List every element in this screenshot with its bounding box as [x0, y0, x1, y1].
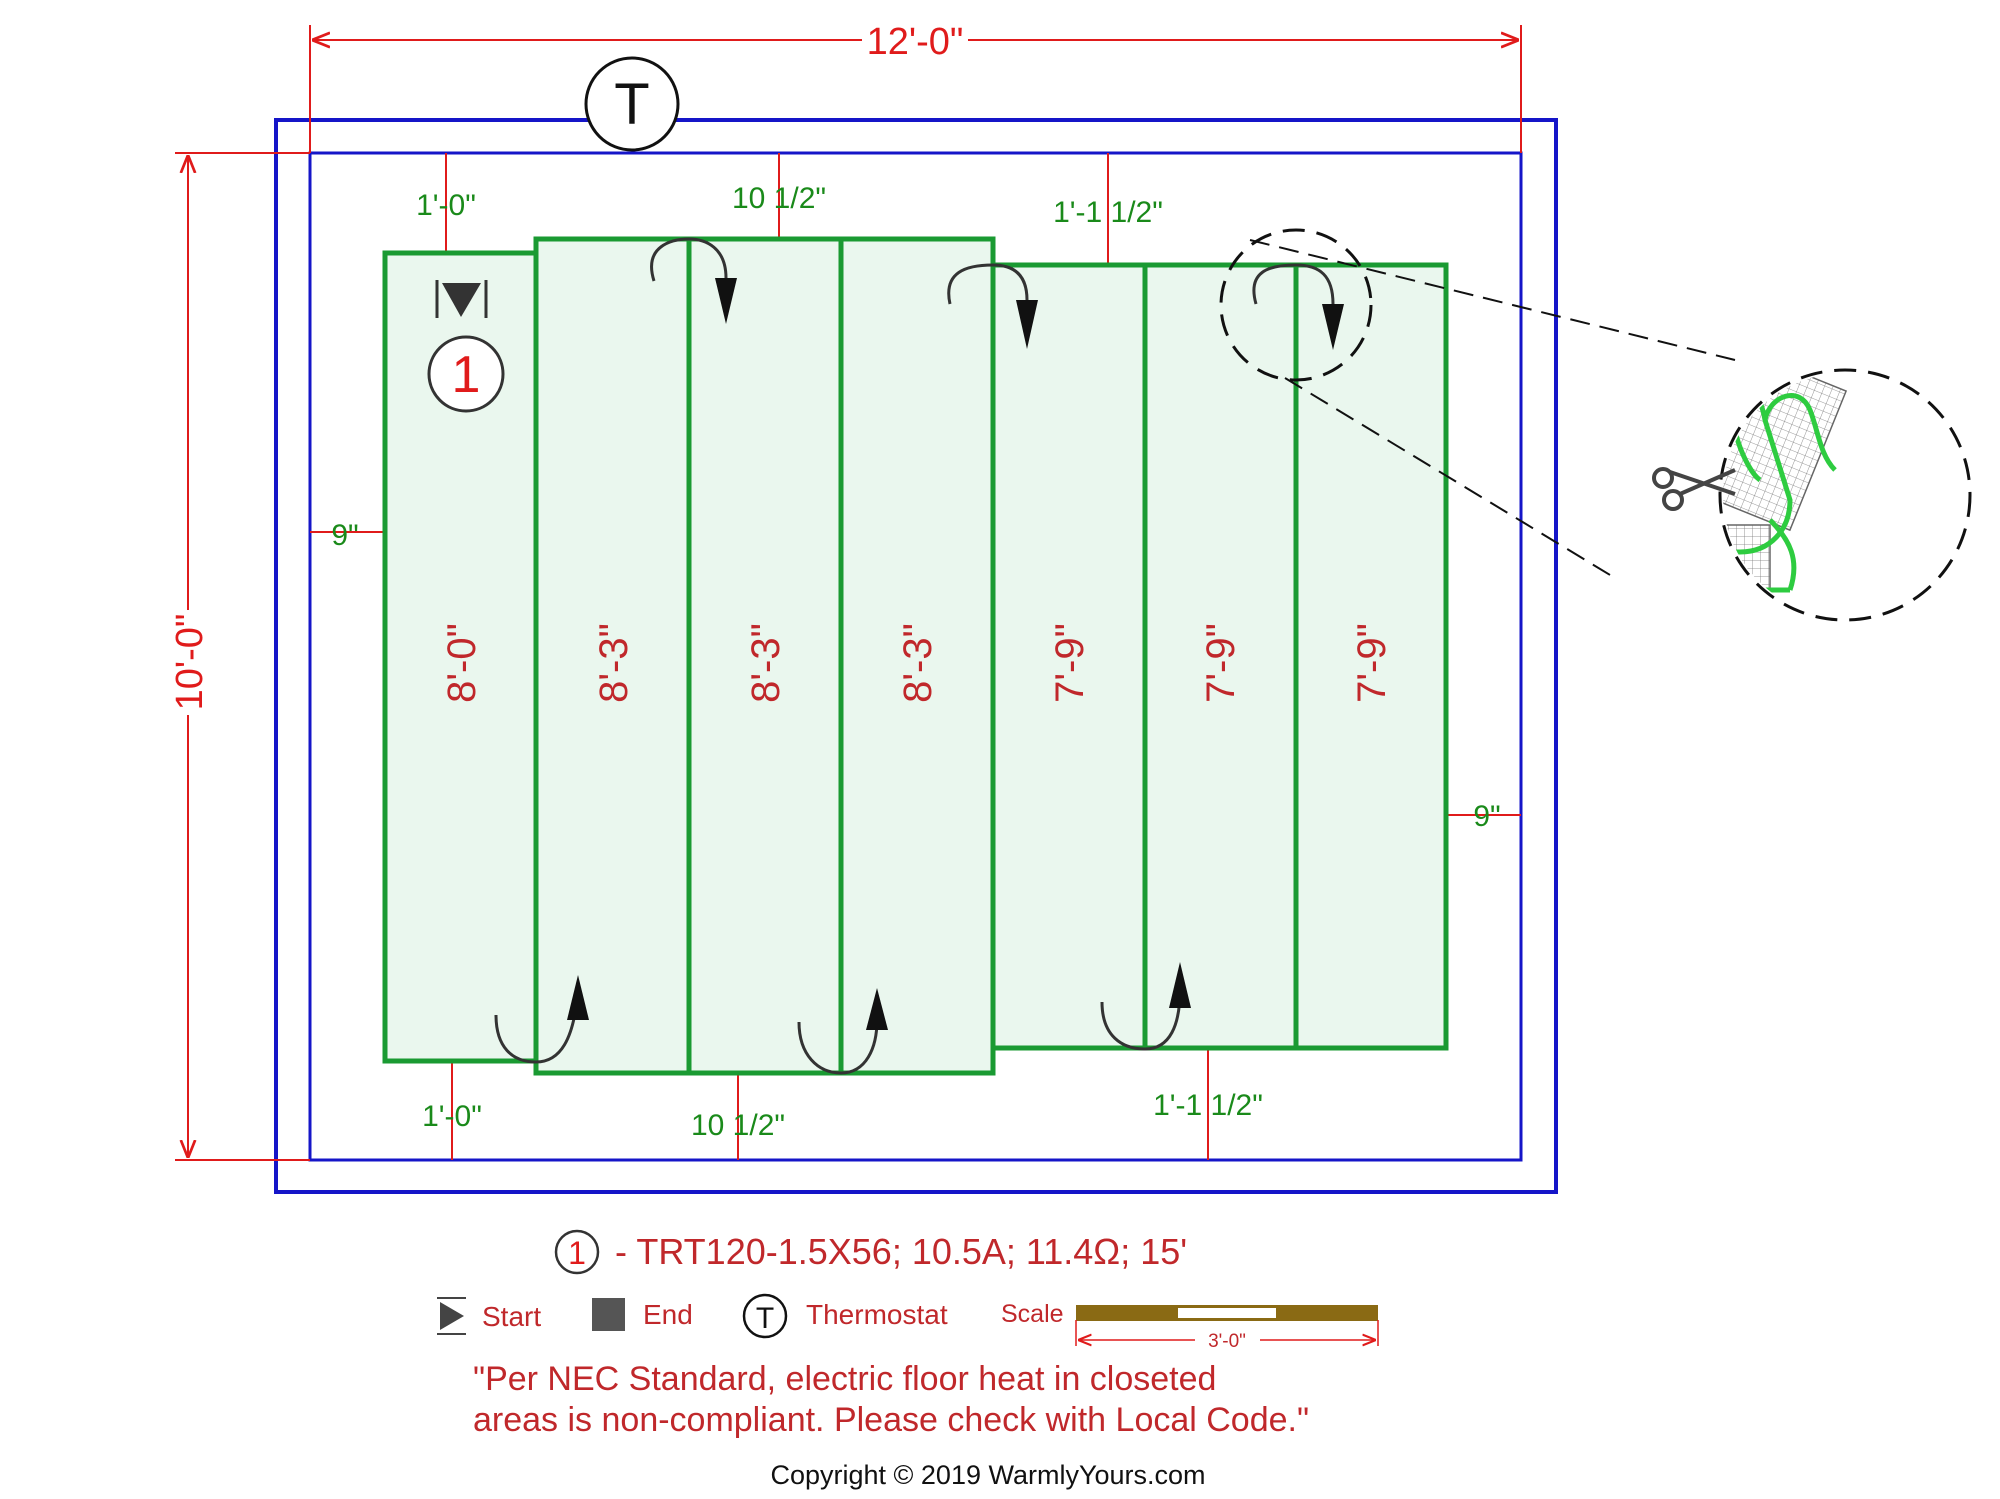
legend: 1 - TRT120-1.5X56; 10.5A; 11.4Ω; 15' Sta… [437, 1229, 1379, 1352]
overall-width-dimension [309, 25, 1522, 153]
thermostat-symbol: T [584, 56, 680, 152]
scissors-icon [1652, 467, 1736, 511]
outer-wall [274, 118, 1558, 1194]
copyright: Copyright © 2019 WarmlyYours.com [770, 1460, 1205, 1490]
margin-right: 9" [1473, 800, 1500, 833]
legend-spec: 1 - TRT120-1.5X56; 10.5A; 11.4Ω; 15' [554, 1229, 1187, 1275]
strip-length-labels: 8'-0" 8'-3" 8'-3" 8'-3" 7'-9" 7'-9" 7'-9… [440, 623, 1394, 703]
thermostat-letter: T [614, 72, 649, 137]
legend-thermostat-letter: T [756, 1302, 774, 1335]
overall-height-label: 10'-0" [169, 614, 211, 711]
overall-height-dimension [175, 152, 310, 1161]
turn-arrowheads [567, 278, 1344, 1030]
legend-start: Start [437, 1297, 541, 1335]
cut-detail-callout [1219, 228, 1972, 622]
offset-bottom-right: 1'-1 1/2" [1153, 1089, 1263, 1122]
mat-strip-2 [533, 236, 692, 1076]
mat-strip-5 [990, 262, 1148, 1051]
run-number-marker: 1 [427, 335, 505, 413]
run-number: 1 [452, 346, 481, 404]
mat-strip-4 [838, 236, 996, 1076]
inner-wall [308, 151, 1523, 1162]
legend-scale-value: 3'-0" [1208, 1331, 1246, 1352]
offset-dimension-lines [310, 153, 1521, 1160]
nec-note-line-2: areas is non-compliant. Please check wit… [473, 1401, 1309, 1439]
legend-scale-label: Scale [1001, 1300, 1064, 1328]
legend-scale: Scale 3'-0" [1001, 1300, 1379, 1352]
legend-start-label: Start [482, 1301, 541, 1332]
legend-end-label: End [643, 1299, 693, 1330]
strip-length-5: 7'-9" [1048, 623, 1092, 703]
offset-top-left: 1'-0" [416, 189, 476, 222]
strip-length-1: 8'-0" [440, 623, 484, 703]
turn-arrows [494, 237, 1335, 1075]
mat-strip-7 [1293, 262, 1449, 1051]
legend-thermostat: T Thermostat [742, 1293, 948, 1339]
strip-length-6: 7'-9" [1199, 623, 1243, 703]
nec-note-line-1: "Per NEC Standard, electric floor heat i… [473, 1360, 1216, 1398]
mat-strip-3 [686, 236, 844, 1076]
strip-length-7: 7'-9" [1350, 623, 1394, 703]
legend-end: End [592, 1298, 693, 1331]
offset-top-mid: 10 1/2" [732, 182, 826, 215]
offset-labels: 1'-0" 10 1/2" 1'-1 1/2" 1'-0" 10 1/2" 1'… [331, 182, 1500, 1142]
legend-thermostat-label: Thermostat [806, 1299, 948, 1330]
legend-spec-text: - TRT120-1.5X56; 10.5A; 11.4Ω; 15' [615, 1231, 1187, 1272]
strip-length-4: 8'-3" [896, 623, 940, 703]
offset-top-right: 1'-1 1/2" [1053, 196, 1163, 229]
overall-width-label: 12'-0" [867, 21, 964, 63]
offset-bottom-left: 1'-0" [422, 1100, 482, 1133]
legend-spec-number: 1 [568, 1235, 586, 1271]
strip-length-3: 8'-3" [744, 623, 788, 703]
offset-bottom-mid: 10 1/2" [691, 1109, 785, 1142]
margin-left: 9" [331, 519, 358, 552]
start-marker [435, 280, 488, 318]
strip-length-2: 8'-3" [592, 623, 636, 703]
end-square-icon [592, 1298, 625, 1331]
